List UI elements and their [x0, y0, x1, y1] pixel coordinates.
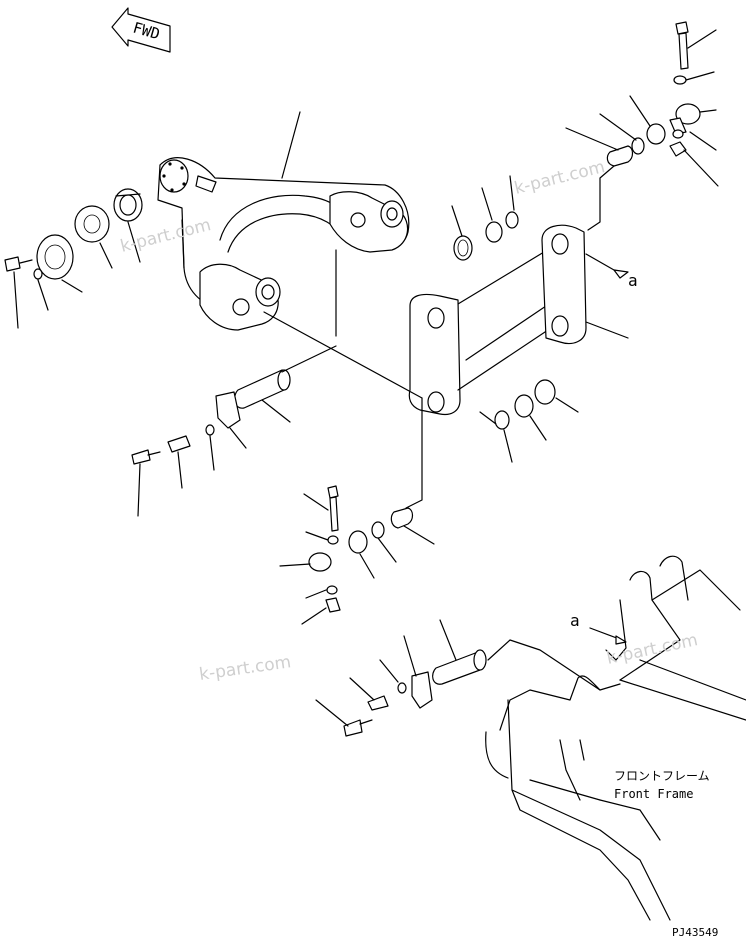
view-a-label-lower: a: [570, 611, 580, 630]
front-frame: a フロントフレーム Front Frame: [485, 555, 746, 921]
watermark-3: k-part.com: [198, 652, 292, 685]
front-frame-label-english: Front Frame: [614, 787, 693, 801]
beam-hardware: [451, 175, 579, 463]
pin-assembly-lower: [315, 619, 621, 737]
flange-stack-left: [4, 188, 143, 329]
watermark-4: k-part.com: [605, 630, 700, 669]
yoke: [157, 111, 410, 331]
bolt-stack-top-right: a: [565, 21, 719, 290]
fwd-arrow-icon: FWD: [111, 7, 171, 53]
watermark-1: k-part.com: [118, 215, 213, 257]
connector-lines: [181, 219, 423, 399]
view-a-label-upper: a: [628, 271, 638, 290]
watermark-2: k-part.com: [512, 157, 607, 199]
bolt-stack-middle: [279, 397, 435, 625]
cross-beam: [408, 224, 629, 416]
pin-assembly-mid: [131, 369, 291, 517]
drawing-number: PJ43549: [672, 926, 718, 939]
front-frame-label-japanese: フロントフレーム: [614, 769, 710, 783]
